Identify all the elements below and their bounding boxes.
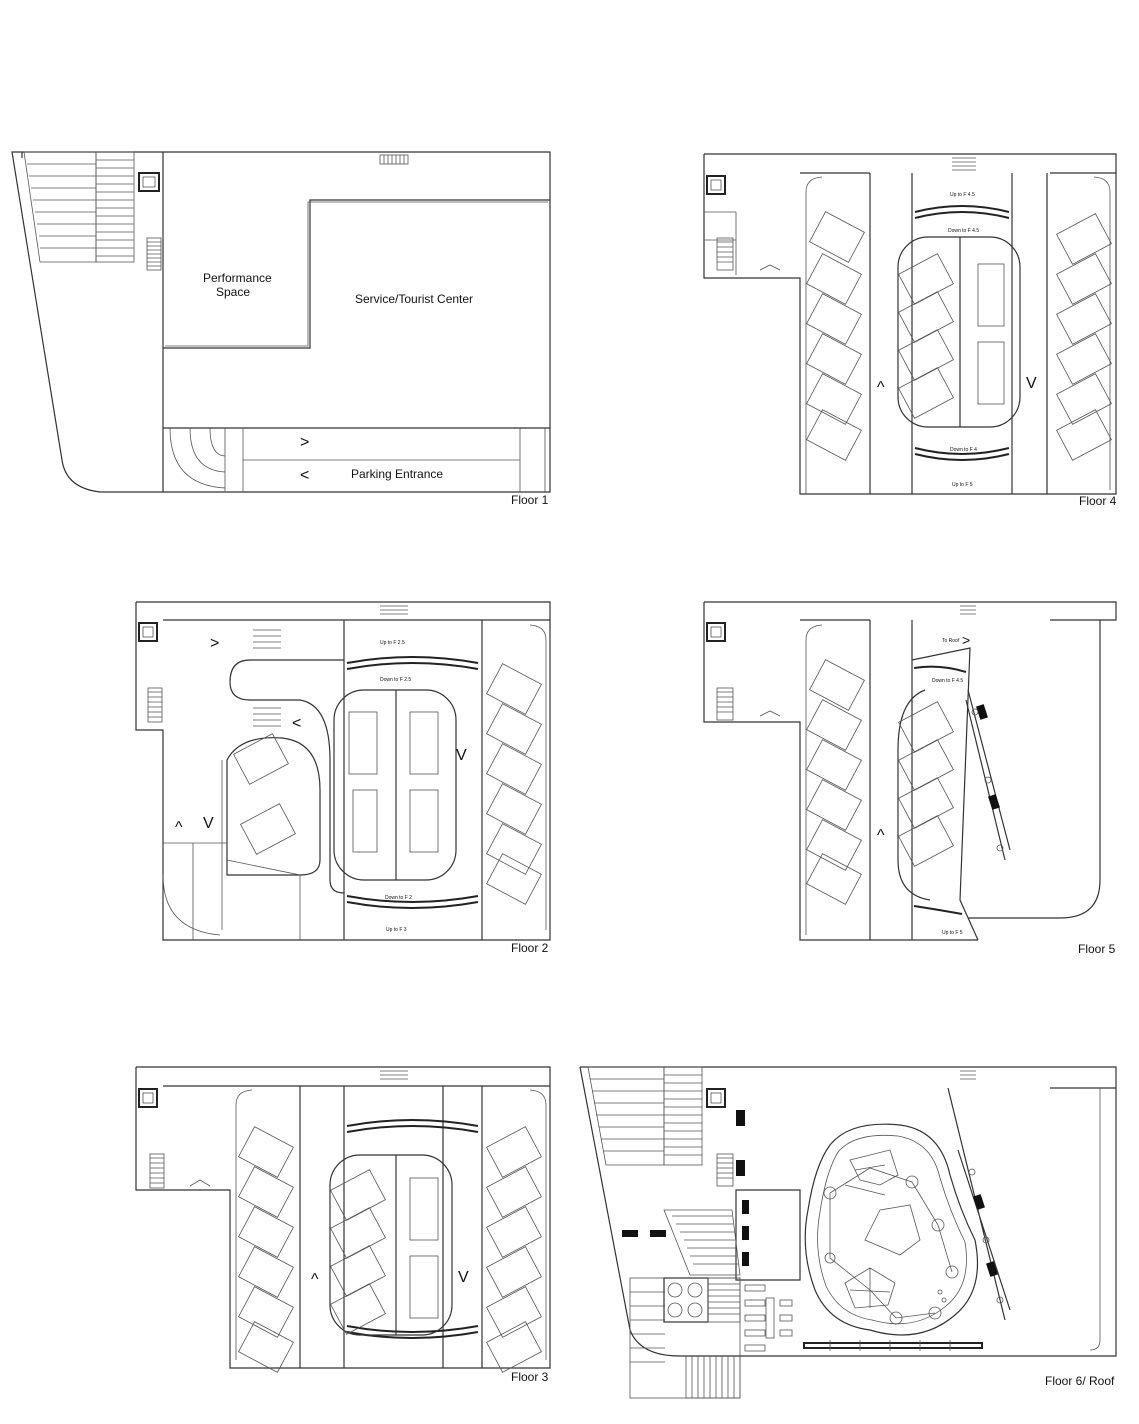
elevator-icon — [138, 622, 158, 642]
ramp-label: To Roof — [942, 638, 960, 644]
arrow-down: V — [458, 1269, 469, 1286]
floor-1-label: Floor 1 — [511, 493, 549, 507]
floor-6-label: Floor 6/ Roof — [1045, 1374, 1115, 1388]
arrow-up: ^ — [877, 379, 885, 396]
floor-3-plan: ^ V Floor 3 — [135, 1066, 551, 1384]
parking-stalls — [806, 211, 1112, 461]
bench — [803, 1342, 983, 1349]
arrow-out: < — [300, 467, 309, 484]
arrow: ^ — [175, 819, 183, 836]
floor-5-plan: To Roof > Down to F 4.5 Up to F 5 ^ Floo… — [703, 601, 1117, 956]
parking-entrance-ramp — [163, 427, 550, 492]
ramp-label: Up to F 3 — [386, 927, 407, 933]
parking-stalls — [233, 663, 542, 905]
ramp-label: Down to F 4.5 — [932, 678, 963, 684]
central-island — [329, 1154, 453, 1336]
elevator-icon — [706, 622, 726, 642]
floor-4-plan: Up to F 4.5 Down to F 4.5 Down to F 4 Up… — [703, 153, 1117, 508]
floor-2-plan: > < Up to F 2.5 Down to F 2.5 Down to F … — [135, 601, 551, 955]
arrow-up: ^ — [311, 1271, 319, 1288]
central-island — [897, 236, 1021, 428]
stair-hatch — [23, 151, 135, 263]
room-label-space: Space — [216, 285, 250, 299]
ramp-label: Up to F 5 — [952, 482, 973, 488]
arrow: < — [292, 715, 301, 732]
ramp-label: Down to F 2.5 — [380, 677, 411, 683]
room-label-service: Service/Tourist Center — [355, 292, 473, 306]
ramp-label: Down to F 4 — [950, 447, 977, 453]
floor-5-label: Floor 5 — [1078, 942, 1116, 956]
ramp-label: Down to F 4.5 — [948, 228, 979, 234]
ramp-label: Down to F 2 — [385, 895, 412, 901]
arrow: V — [456, 747, 467, 764]
arrow-in: > — [300, 434, 309, 451]
floor-1-plan: Performance Space Service/Tourist Center… — [11, 151, 551, 507]
floor-4-label: Floor 4 — [1079, 494, 1117, 508]
elevator-icon — [706, 1088, 726, 1108]
elevator-icon — [706, 175, 726, 195]
floor-2-label: Floor 2 — [511, 941, 549, 955]
arrow-down: V — [1026, 375, 1037, 392]
parking-stalls — [238, 1126, 542, 1373]
arrow: > — [210, 635, 219, 652]
parking-entrance-label: Parking Entrance — [351, 467, 443, 481]
elevator-icon — [138, 1088, 158, 1108]
floor-6-roof-plan: Floor 6/ Roof — [579, 1066, 1117, 1399]
elevator-icon — [138, 172, 160, 192]
room-label-performance: Performance — [203, 271, 272, 285]
bike-racks — [744, 1284, 793, 1352]
floor-3-label: Floor 3 — [511, 1370, 549, 1384]
ramp-label: Up to F 4.5 — [950, 192, 975, 198]
arrow-up: ^ — [877, 827, 885, 844]
stair-hatch — [587, 1066, 703, 1166]
central-island — [333, 689, 457, 881]
ramp-label: Up to F 5 — [942, 930, 963, 936]
parking-stalls — [806, 659, 954, 905]
ramp-label: Up to F 2.5 — [380, 640, 405, 646]
arrow: > — [962, 632, 970, 648]
arrow: V — [203, 815, 214, 832]
